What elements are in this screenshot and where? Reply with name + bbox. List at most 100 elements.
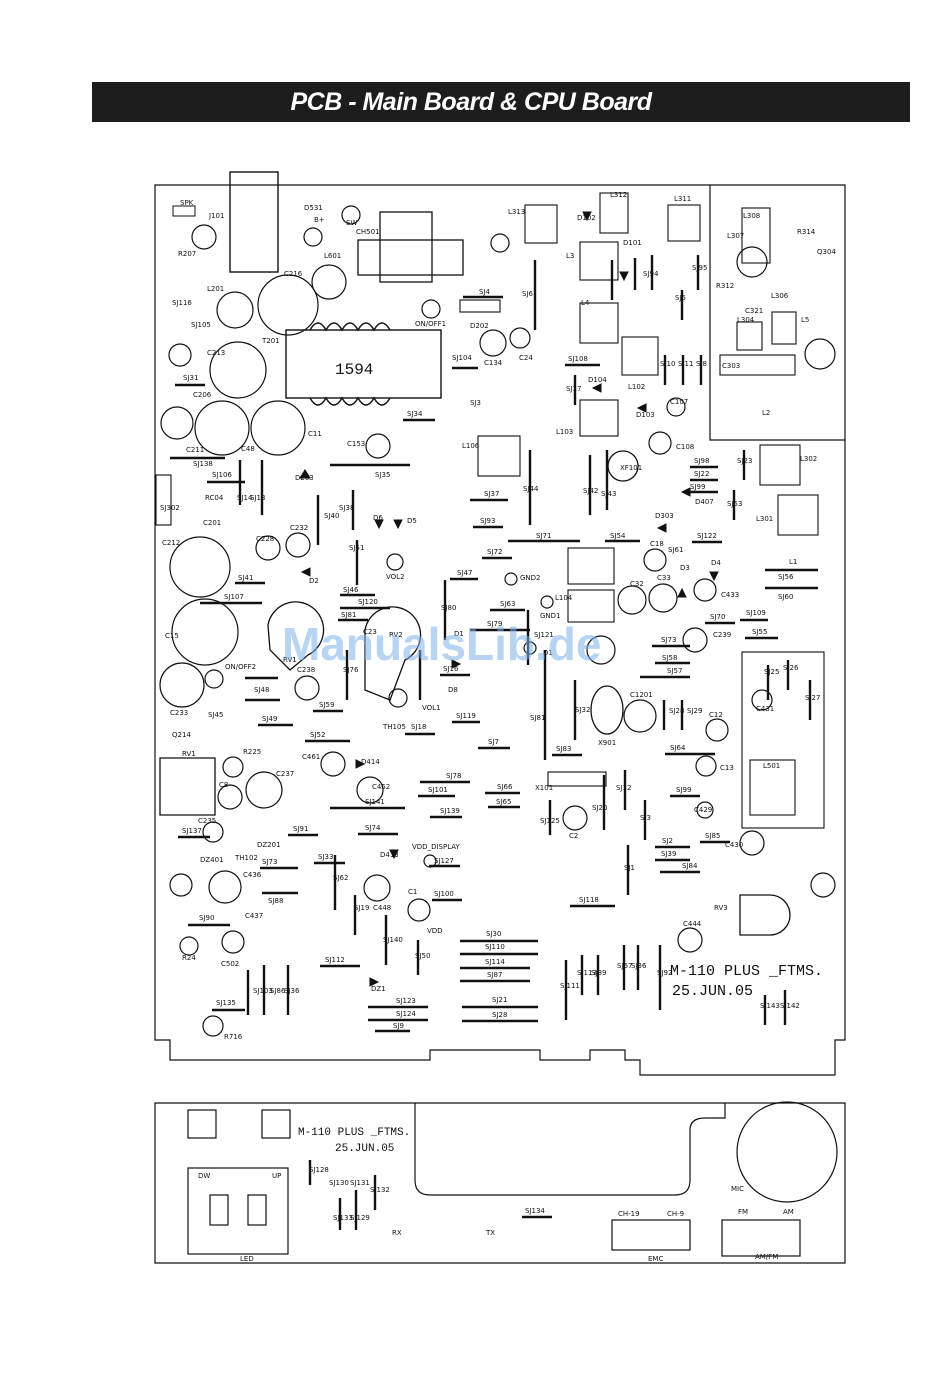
main-board-label-110: GND2 (520, 574, 541, 582)
main-board-label-37: C23 (363, 628, 377, 636)
main-board-label-79: SJ86 (270, 987, 286, 995)
main-board-label-64: TH102 (234, 854, 258, 862)
main-board-label-179: SJ98 (694, 457, 709, 465)
l501-region (741, 651, 825, 829)
crystal-x901 (590, 685, 624, 735)
main-board-label-191: C18 (650, 540, 664, 548)
main-board-label-115: SJ79 (487, 620, 502, 628)
main-board-label-239: SJ55 (752, 628, 767, 636)
main-board-label-153: SJ118 (579, 896, 599, 904)
jumper-wires (170, 255, 818, 1230)
main-board-label-119: D8 (448, 686, 458, 694)
main-board-label-32: SJ51 (349, 544, 364, 552)
main-board-label-56: C452 (372, 783, 390, 791)
main-board-label-13: SJ31 (183, 374, 198, 382)
main-board-label-35: SJ81 (341, 611, 356, 619)
main-board-label-128: SJ78 (446, 772, 461, 780)
main-board-label-122: SJ18 (411, 723, 426, 731)
main-board-label-174: L102 (628, 383, 645, 391)
main-board-label-201: SJ58 (662, 654, 677, 662)
main-board-label-92: SJ104 (452, 354, 472, 362)
main-board-label-165: SJ94 (643, 270, 659, 278)
main-board-label-45: C233 (170, 709, 188, 717)
main-board-label-82: SJ135 (216, 999, 236, 1007)
main-board-label-194: C33 (657, 574, 671, 582)
main-board-label-231: C303 (722, 362, 740, 370)
main-board-label-71: SJ90 (199, 914, 214, 922)
main-board-label-106: D5 (407, 517, 417, 525)
main-board-label-154: SJ111 (560, 982, 580, 990)
pot-rv1 (267, 601, 325, 671)
main-board-label-156: SJ89 (591, 969, 606, 977)
main-board-label-187: SJ53 (727, 500, 742, 508)
main-board-label-125: SJ81 (530, 714, 545, 722)
coil-l301 (777, 494, 819, 536)
main-board-label-78: SJ103 (253, 987, 273, 995)
main-board-label-17: C11 (308, 430, 322, 438)
main-board-label-23: SJ40 (324, 512, 339, 520)
main-board-label-176: D103 (636, 411, 655, 419)
main-board-label-73: C448 (373, 904, 391, 912)
main-board-date: 25.JUN.05 (672, 983, 753, 1000)
main-board-label-159: SJ92 (657, 969, 672, 977)
main-board-label-70: C437 (245, 912, 263, 920)
main-board-label-63: DZ401 (200, 856, 224, 864)
am-fm-switch (721, 1219, 801, 1257)
main-board-label-90: D202 (470, 322, 489, 330)
main-board-label-170: SJ11 (678, 360, 693, 368)
main-board-label-66: SJ33 (318, 853, 333, 861)
main-board-label-80: SJ36 (284, 987, 300, 995)
main-board-label-81: DZ1 (371, 985, 386, 993)
cpu-board-label-10: TX (485, 1229, 495, 1237)
main-board-label-127: SJ83 (556, 745, 571, 753)
main-board-label-117: D1 (454, 630, 464, 638)
main-board-label-86: R716 (224, 1033, 243, 1041)
main-board-label-234: L301 (756, 515, 773, 523)
main-board-label-49: Q214 (172, 731, 191, 739)
main-board-label-113: L104 (555, 594, 573, 602)
main-board-label-85: SJ9 (393, 1022, 404, 1030)
main-board-label-9: SJ116 (172, 299, 192, 307)
main-board-label-15: C211 (186, 446, 204, 454)
main-board-label-75: R24 (182, 954, 196, 962)
switch-up (261, 1109, 291, 1139)
main-board-label-48: SJ52 (310, 731, 325, 739)
main-board-label-11: T201 (261, 337, 280, 345)
main-board-label-31: SJ107 (224, 593, 244, 601)
main-board-label-72: SJ19 (354, 904, 369, 912)
speaker-pad (172, 205, 196, 217)
main-board-label-224: R314 (797, 228, 816, 236)
main-board-label-18: SJ138 (193, 460, 213, 468)
main-board-label-167: SJ5 (675, 294, 686, 302)
main-board-label-44: SJ59 (319, 701, 334, 709)
main-board-label-133: SJ12 (616, 784, 631, 792)
main-board-label-54: C237 (276, 770, 294, 778)
main-board-label-204: SJ28 (669, 707, 684, 715)
main-board-label-14: C206 (193, 391, 212, 399)
coil-l5 (771, 311, 797, 345)
main-board-label-136: SJ20 (592, 804, 607, 812)
main-board-label-137: C2 (569, 832, 578, 840)
main-board-label-247: D1 (543, 649, 553, 657)
main-board-label-163: D101 (623, 239, 642, 247)
main-board-label-213: SJ2 (662, 837, 673, 845)
cpu-board-label-2: LED (240, 1255, 254, 1263)
cpu-board-label-12: CH-19 (618, 1210, 640, 1218)
main-board-label-50: RV1 (182, 750, 196, 758)
main-board-label-12: C213 (207, 349, 225, 357)
main-board-label-46: SJ45 (208, 711, 223, 719)
main-board-label-6: L601 (324, 252, 341, 260)
main-board-label-96: SJ3 (470, 399, 481, 407)
main-board-label-100: L106 (462, 442, 480, 450)
main-board-label-3: D531 (304, 204, 323, 212)
main-board-label-62: DZ201 (257, 841, 281, 849)
main-board-label-152: SJ1 (624, 864, 635, 872)
main-board-label-241: SJ26 (783, 664, 799, 672)
main-board-label-108: SJ72 (487, 548, 502, 556)
main-board-label-143: SJ100 (434, 890, 454, 898)
main-board-label-28: C232 (290, 524, 308, 532)
main-board-label-27: C228 (256, 535, 274, 543)
main-board-label-21: SJ13 (250, 494, 265, 502)
cpu-board-label-5: SJ131 (350, 1179, 370, 1187)
